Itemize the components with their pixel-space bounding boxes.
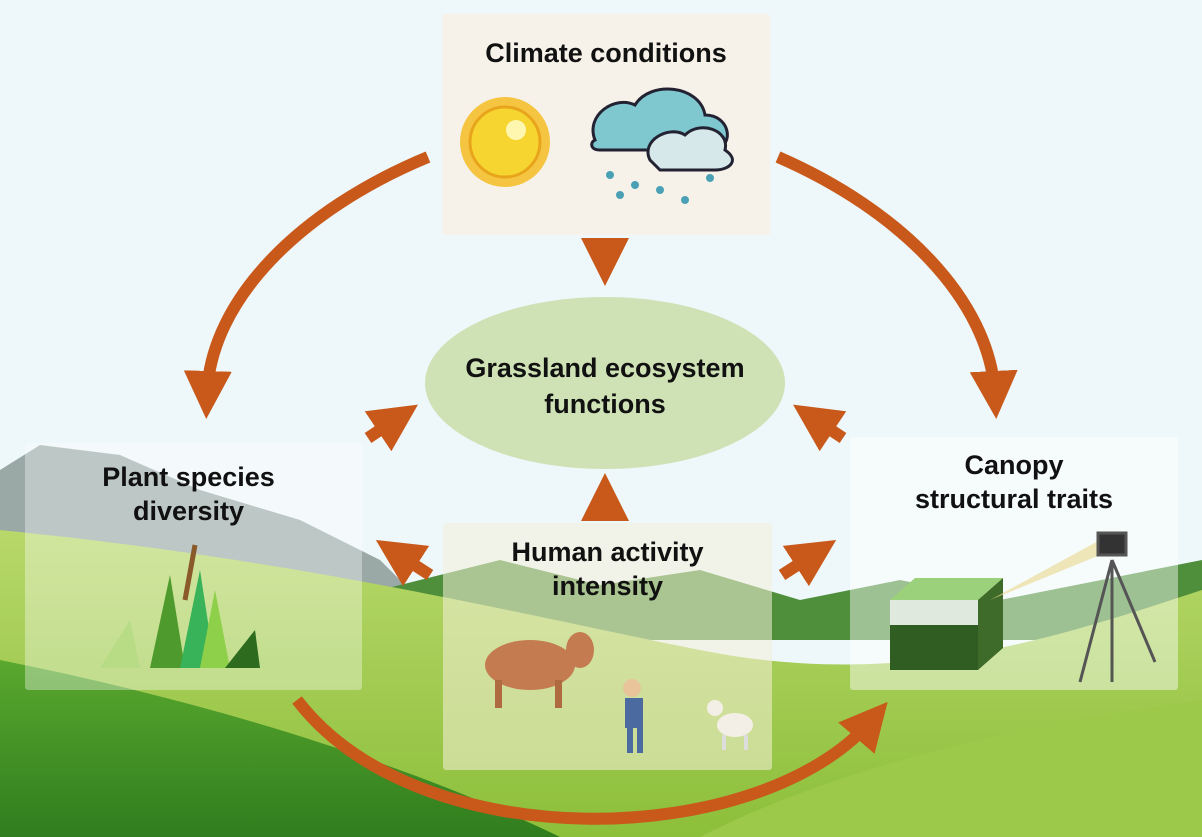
human-label: Human activity intensity [443, 535, 772, 603]
plant-label: Plant species diversity [20, 460, 357, 528]
arrow-climate-to-canopy [775, 151, 1018, 419]
climate-label: Climate conditions [442, 36, 770, 70]
grass-icon [100, 544, 260, 668]
arrows [183, 151, 1018, 825]
arrow-human-to-canopy [778, 539, 837, 587]
arrow-canopy-to-center [793, 404, 847, 452]
canopy-title-line2: structural traits [914, 484, 1114, 514]
arrow-plant-to-center [364, 404, 418, 452]
rain-cloud-icon [590, 87, 734, 204]
laser-scanner-tripod-icon [1078, 531, 1157, 683]
cow-icon [485, 632, 594, 708]
human-box [443, 523, 772, 770]
plant-title-line1: Plant species [102, 462, 275, 492]
arrow-plant-to-canopy [292, 696, 888, 825]
canopy-title-line1: Canopy [964, 450, 1064, 480]
canopy-label: Canopy structural traits [850, 448, 1178, 516]
sun-icon [460, 97, 550, 187]
center-ellipse [425, 297, 785, 469]
human-title-line2: intensity [551, 571, 664, 601]
scan-beam [990, 540, 1100, 600]
climate-title: Climate conditions [485, 38, 727, 68]
canopy-cube-icon [890, 578, 1003, 670]
human-title-line1: Human activity [511, 537, 704, 567]
center-title-line1: Grassland ecosystem [465, 353, 745, 383]
arrow-human-to-plant [375, 539, 434, 587]
plant-title-line2: diversity [132, 496, 245, 526]
arrow-climate-to-plant [183, 151, 431, 419]
goat-icon [707, 700, 753, 750]
farmer-icon [623, 679, 643, 753]
center-label: Grassland ecosystem functions [425, 350, 785, 422]
center-title-line2: functions [544, 389, 666, 419]
